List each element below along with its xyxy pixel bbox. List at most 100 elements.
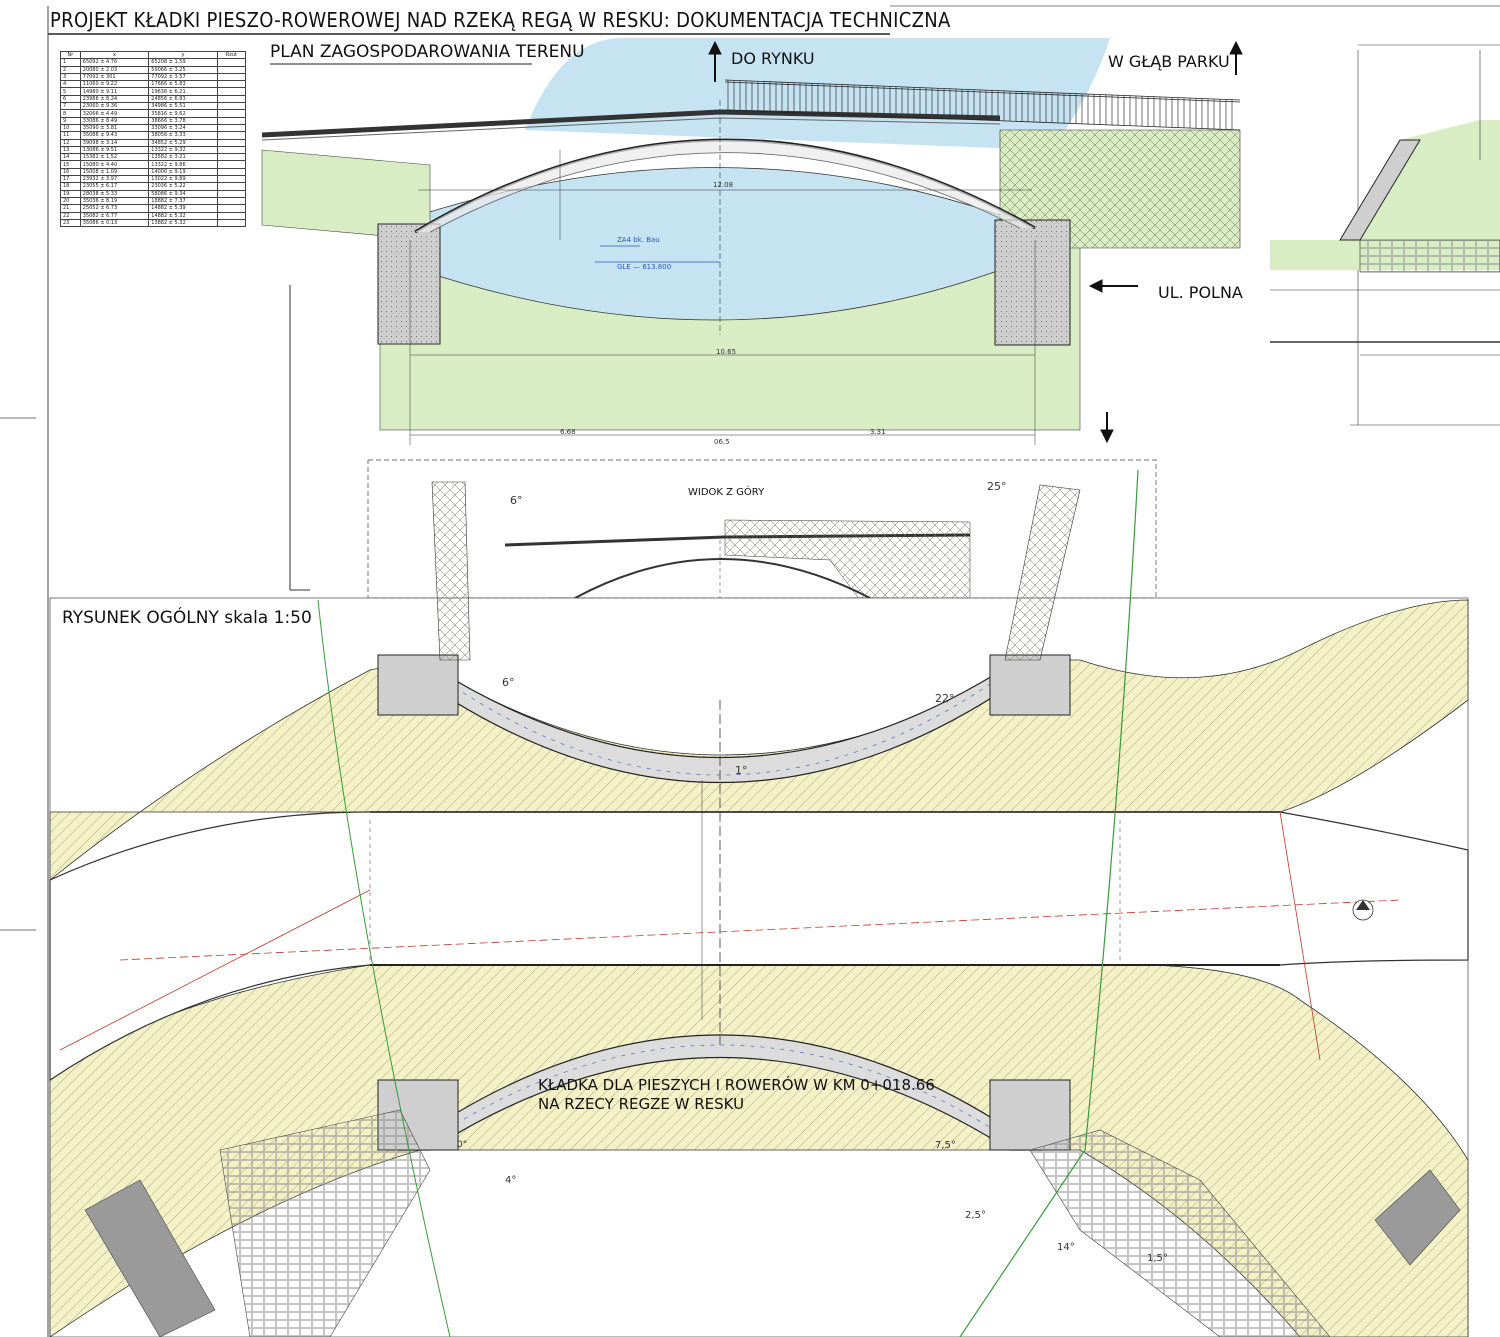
table-cell: 13086 ± 9.51 [79,145,150,155]
dim-right: 3.31 [870,428,886,436]
table-cell: 34852 ± 5.29 [148,138,218,147]
red-boundary-line [119,899,1401,961]
table-cell: 77092 ± 3.57 [148,72,218,82]
direction-arrows [708,40,1243,444]
table-cell: 23986 ± 8.24 [79,94,150,104]
table-header-cell: Rzut [216,50,247,60]
elevation-view [261,38,1500,591]
table-cell: 38056 ± 3.33 [148,131,218,140]
table-cell: 15008 ± 1.09 [79,167,150,177]
table-cell: 77092 ± 301 [79,72,150,82]
table-cell: 58086 ± 9.34 [148,189,218,198]
general-drawing-title: RYSUNEK OGÓLNY skala 1:50 [62,608,312,628]
table-cell [216,138,247,147]
table-cell: 15 [60,160,81,169]
table-cell: 21 [60,204,81,213]
table-cell: 13022 ± 9.89 [148,175,218,184]
table-cell: 65208 ± 1.59 [148,58,218,67]
table-cell: 17666 ± 5.83 [148,80,218,89]
table-cell: 19636 ± 6.21 [148,87,218,96]
table-cell: 15080 ± 4.40 [79,160,150,169]
table-cell: 33086 ± 8.49 [79,116,150,125]
water-background [525,38,1110,150]
table-cell: 23932 ± 3.97 [79,175,150,184]
table-cell: 11 [60,131,81,140]
direction-do-rynku: DO RYNKU [731,49,815,68]
table-cell: 35086 ± 0.13 [79,218,150,228]
table-cell: 13322 ± 9.32 [148,145,218,155]
table-cell [216,211,247,220]
table-cell [216,175,247,184]
table-cell: 24856 ± 6.83 [148,94,218,104]
za4-label: ZA4 bk. Bau [617,236,660,244]
green-line-west [317,599,451,1337]
table-cell: 65092 ± 4.76 [79,58,150,67]
table-cell [216,72,247,82]
angle-label: 25° [987,480,1007,493]
table-cell: 13882 ± 5.32 [148,218,218,228]
table-cell: 38666 ± 3.78 [148,116,218,125]
table-cell: 14000 ± 9.19 [148,167,218,177]
plan-view [49,469,1469,1337]
table-cell: 35088 ± 9.43 [79,131,150,140]
span-label: 12.08 [713,181,734,189]
table-cell: 11060 ± 9.22 [79,80,150,89]
table-cell: 19 [60,189,81,198]
bridge-caption-line2: NA RZECY REGZE W RESKU [538,1095,745,1113]
table-cell [216,87,247,96]
table-cell: 14980 ± 9.11 [79,87,150,96]
cross-section-detail [1270,44,1500,426]
site-plan-title: PLAN ZAGOSPODAROWANIA TERENU [270,42,585,62]
table-header-cell: x [79,50,150,60]
table-cell: 4 [60,80,81,89]
table-cell: 23036 ± 5.22 [148,182,218,191]
table-cell: 20 [60,196,81,206]
table-cell: 22 [60,211,81,220]
table-cell: 17 [60,175,81,184]
water-level-label: GLE — 613.800 [617,263,672,271]
direction-w-glab-parku: W GŁĄB PARKU [1108,52,1230,71]
angle-label: 7,5° [935,1140,956,1151]
table-cell: 10 [60,123,81,133]
table-cell: 8 [60,109,81,118]
table-header-cell: y [148,50,218,60]
table-cell: 14882 ± 5.39 [148,204,218,213]
direction-ul-polna: UL. POLNA [1158,283,1243,302]
table-cell: 3 [60,72,81,82]
angle-label: 6° [502,676,515,689]
green-line-east [959,469,1139,1337]
table-cell [216,94,247,104]
top-view-title: WIDOK Z GÓRY [688,487,765,498]
table-cell: 12 [60,138,81,147]
angle-label: 1,5° [1147,1253,1168,1264]
table-cell: 23060 ± 9.36 [79,102,150,111]
bridge-caption: KŁADKA DLA PIESZYCH I ROWERÓW W KM 0+018… [538,1076,935,1114]
table-cell: 32066 ± 4.49 [79,109,150,118]
drawing-title: PROJEKT KŁADKI PIESZO-ROWEROWEJ NAD RZEK… [50,8,951,32]
table-cell [216,204,247,213]
table-cell [216,131,247,140]
table-cell [216,80,247,89]
dim-mid: 06.5 [714,438,730,446]
table-cell: 16 [60,167,81,177]
table-cell: 23055 ± 6.17 [79,182,150,191]
table-cell: 35082 ± 6.77 [79,211,150,220]
table-cell: 14882 ± 5.32 [148,211,218,220]
table-cell: 2 [60,65,81,74]
abutment-se [989,1079,1071,1151]
table-cell: 28038 ± 5.33 [79,189,150,198]
